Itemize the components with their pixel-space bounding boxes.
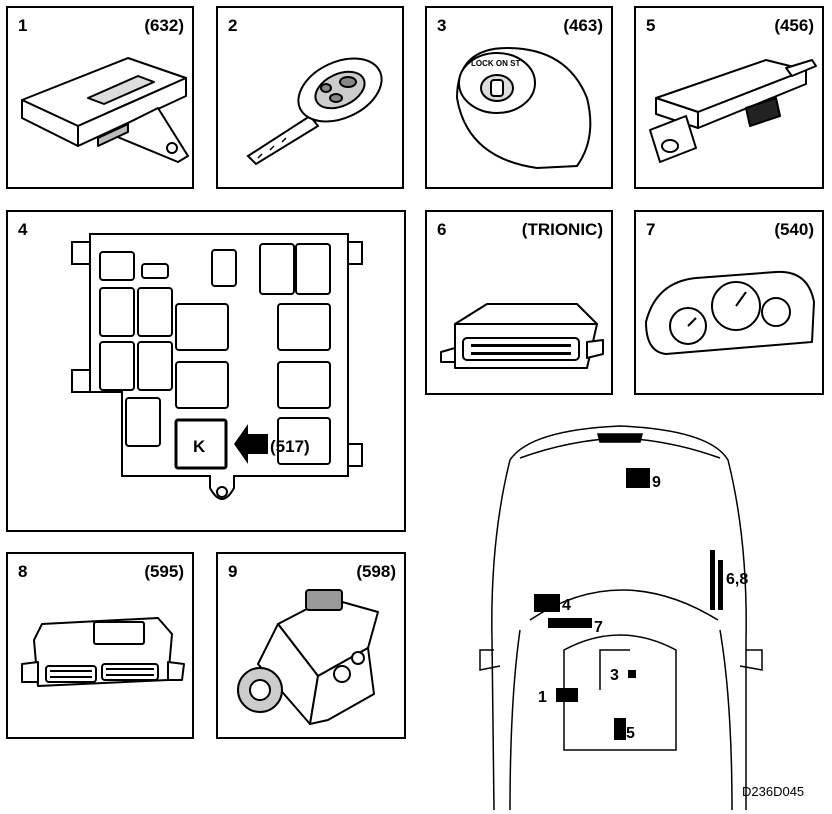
fuse-arrow-code: (517) — [270, 437, 310, 456]
panel-6-trionic-ecu: 6 (TRIONIC) — [425, 210, 613, 395]
module-illustration — [649, 59, 817, 163]
fuse-key-label: K — [193, 437, 206, 456]
panel-number: 5 — [646, 16, 656, 35]
location-label-3: 3 — [610, 667, 619, 684]
remote-key-illustration — [246, 57, 383, 166]
component-code: (595) — [144, 562, 184, 581]
panel-4-fuse-box: 4 K (517) — [6, 210, 406, 532]
panel-1-control-module: 1 (632) — [6, 6, 194, 189]
panel-number: 6 — [437, 220, 447, 239]
component-code: (540) — [774, 220, 814, 239]
panel-8-engine-ecu: 8 (595) — [6, 552, 194, 739]
panel-9-injection-pump: 9 (598) — [216, 552, 406, 739]
document-id: D236D045 — [742, 784, 805, 799]
ignition-switch-illustration: LOCK ON ST — [455, 46, 592, 170]
panel-7-instrument-cluster: 7 (540) — [634, 210, 824, 395]
location-label-5: 5 — [626, 725, 635, 742]
fuse-box-illustration: K (517) — [71, 233, 363, 500]
location-label-6-8: 6,8 — [726, 571, 748, 588]
component-code: (TRIONIC) — [521, 220, 603, 239]
panel-3-ignition-switch: 3 (463) LOCK ON ST — [425, 6, 613, 189]
panel-number: 2 — [228, 16, 238, 35]
engine-ecu-illustration — [21, 617, 185, 687]
location-label-9: 9 — [652, 474, 661, 491]
panel-number: 3 — [437, 16, 447, 35]
trionic-ecu-illustration — [440, 303, 604, 369]
panel-number: 8 — [18, 562, 28, 581]
location-label-7: 7 — [594, 619, 603, 636]
component-code: (632) — [144, 16, 184, 35]
instrument-cluster-illustration — [644, 270, 816, 356]
panel-number: 7 — [646, 220, 656, 239]
panel-5-module: 5 (456) — [634, 6, 824, 189]
location-label-4: 4 — [562, 597, 571, 614]
panel-number: 9 — [228, 562, 238, 581]
location-label-1: 1 — [538, 689, 547, 706]
ignition-position-labels: LOCK ON ST — [471, 59, 520, 68]
control-module-illustration — [21, 57, 189, 163]
component-code: (598) — [356, 562, 396, 581]
component-code: (456) — [774, 16, 814, 35]
panel-number: 1 — [18, 16, 28, 35]
injection-pump-illustration — [237, 589, 379, 725]
panel-2-key: 2 — [216, 6, 404, 189]
car-location-overview: 9 6,8 4 7 3 1 5 — [479, 425, 763, 810]
component-code: (463) — [563, 16, 603, 35]
panel-number: 4 — [18, 220, 28, 239]
